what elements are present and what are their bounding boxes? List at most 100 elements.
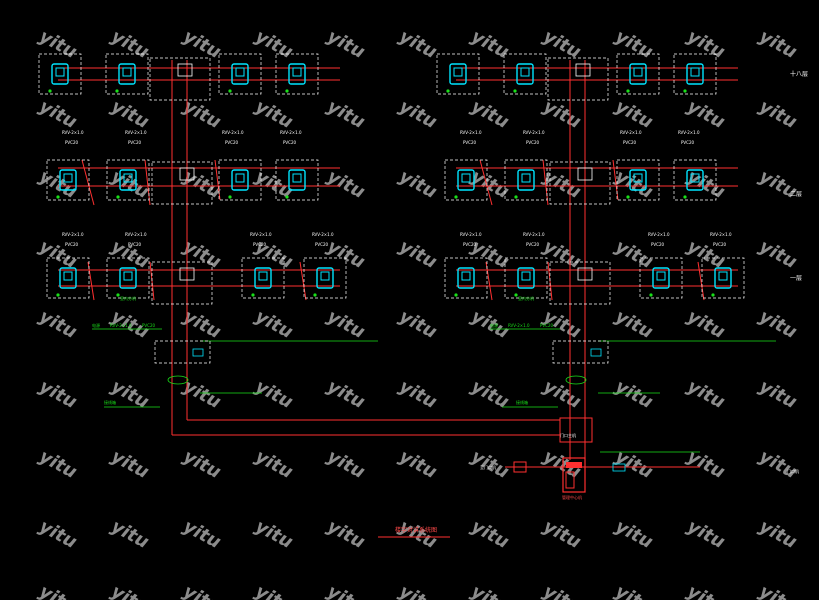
indoor-unit-screen xyxy=(55,67,65,77)
watermark-text: yitu xyxy=(612,166,657,203)
branch-line xyxy=(479,159,493,206)
cable-bundle xyxy=(565,375,587,385)
watermark-text: yitu xyxy=(180,26,225,63)
watermark-text: yitu xyxy=(180,581,225,600)
watermark-text: yitu xyxy=(252,306,297,343)
watermark-text: yitu xyxy=(252,376,297,413)
indoor-unit-frame xyxy=(444,257,488,299)
indoor-unit-frame xyxy=(106,159,150,201)
indoor-unit xyxy=(119,169,137,191)
conduit-spec-label: PVC20 xyxy=(526,140,539,145)
watermark-text: yitu xyxy=(684,376,729,413)
watermark-text: yitu xyxy=(756,581,801,600)
unit-marker xyxy=(48,89,52,93)
indoor-unit-frame xyxy=(503,53,547,95)
indoor-unit xyxy=(686,169,704,191)
watermark-text: yitu xyxy=(324,306,369,343)
watermark-text: yitu xyxy=(540,26,585,63)
cable-spec-label: RVV-2×1.0 xyxy=(250,232,272,237)
cable-spec-label: RVV-2×1.0 xyxy=(62,232,84,237)
branch-line xyxy=(81,159,95,206)
watermark-text: yitu xyxy=(540,581,585,600)
cable-spec-label: RVV-2×1.0 xyxy=(460,232,482,237)
indoor-unit-screen xyxy=(292,173,302,183)
unit-marker xyxy=(649,293,653,297)
indoor-unit xyxy=(118,63,136,85)
conduit-spec-label: PVC20 xyxy=(65,242,78,247)
cable-spec-label: RVV-2×1.0 xyxy=(312,232,334,237)
indoor-unit-screen xyxy=(461,173,471,183)
indoor-unit-frame xyxy=(38,53,82,95)
indoor-unit-frame xyxy=(241,257,285,299)
conduit-spec-label: PVC20 xyxy=(128,242,141,247)
main-distribution-box xyxy=(559,417,593,443)
indoor-unit-screen xyxy=(320,271,330,281)
watermark-text: yitu xyxy=(396,166,441,203)
junction-box-frame xyxy=(552,340,609,364)
indoor-unit-frame xyxy=(46,257,90,299)
cable-spec-left: RVV-2×1.0 xyxy=(110,323,132,328)
indoor-unit-frame xyxy=(504,257,548,299)
indoor-unit-screen xyxy=(656,271,666,281)
conduit-spec-label: PVC20 xyxy=(463,140,476,145)
watermark-text: yitu xyxy=(396,306,441,343)
watermark-text: yitu xyxy=(756,96,801,133)
watermark-text: yitu xyxy=(540,516,585,553)
floor-junction-frame xyxy=(547,57,609,101)
indoor-unit-frame xyxy=(46,159,90,201)
indoor-unit-frame xyxy=(673,53,717,95)
watermark-text: yitu xyxy=(324,516,369,553)
indoor-unit xyxy=(59,169,77,191)
unit-marker xyxy=(116,293,120,297)
watermark-text: yitu xyxy=(324,446,369,483)
watermark-text: yitu xyxy=(36,306,81,343)
watermark-text: yitu xyxy=(252,516,297,553)
indoor-unit-screen xyxy=(718,271,728,281)
branch-line xyxy=(144,159,151,206)
indoor-unit-screen xyxy=(235,173,245,183)
branch-line xyxy=(697,261,705,301)
unit-marker xyxy=(251,293,255,297)
indoor-unit-screen xyxy=(235,67,245,77)
unit-marker xyxy=(56,195,60,199)
unit-marker xyxy=(446,89,450,93)
watermark-text: yitu xyxy=(180,236,225,273)
side-label-right: 门口机 xyxy=(787,468,799,474)
indoor-unit xyxy=(516,63,534,85)
indoor-unit-screen xyxy=(292,67,302,77)
watermark-text: yitu xyxy=(684,446,729,483)
indoor-unit xyxy=(59,267,77,289)
unit-marker xyxy=(454,195,458,199)
conduit-spec-label: PVC20 xyxy=(713,242,726,247)
floor-junction-frame xyxy=(549,261,611,305)
cable-spec-label: RVV-2×1.0 xyxy=(523,130,545,135)
floor-junction-frame xyxy=(149,57,211,101)
unit-marker xyxy=(115,89,119,93)
indoor-unit-frame xyxy=(444,159,488,201)
unit-marker xyxy=(454,293,458,297)
indoor-unit-screen xyxy=(461,271,471,281)
watermark-text: yitu xyxy=(612,376,657,413)
indoor-unit xyxy=(686,63,704,85)
watermark-text: yitu xyxy=(324,581,369,600)
unit-marker xyxy=(513,89,517,93)
unit-marker xyxy=(313,293,317,297)
cable-spec-label: RVV-2×1.0 xyxy=(460,130,482,135)
watermark-text: yitu xyxy=(108,446,153,483)
indoor-unit-screen xyxy=(690,173,700,183)
watermark-text: yitu xyxy=(756,306,801,343)
watermark-text: yitu xyxy=(396,26,441,63)
indoor-unit-screen xyxy=(123,271,133,281)
junction-box xyxy=(192,348,204,357)
branch-line xyxy=(299,261,307,301)
conduit-layer: RVV-2×1.0PVC20RVV-2×1.0PVC20RVV-2×1.0PVC… xyxy=(58,60,776,468)
cable-spec-right: RVV-2×1.0 xyxy=(508,323,530,328)
indoor-unit-frame xyxy=(218,53,262,95)
conduit-spec-label: PVC20 xyxy=(681,140,694,145)
watermark-text: yitu xyxy=(756,376,801,413)
cable-bundle xyxy=(167,375,189,385)
conduit-spec-left: PVC20 xyxy=(142,323,155,328)
watermark-text: yitu xyxy=(108,581,153,600)
junction-label-left: 接线箱 xyxy=(104,399,116,405)
watermark-text: yitu xyxy=(180,96,225,133)
